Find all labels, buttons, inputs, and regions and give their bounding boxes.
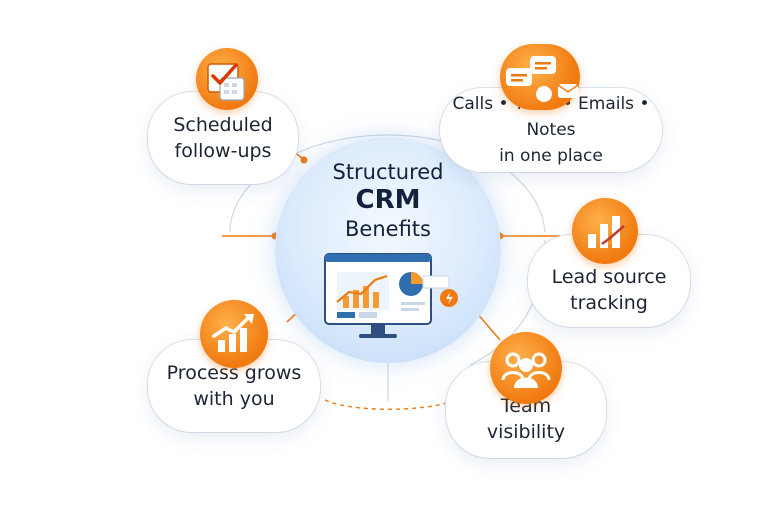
benefit-label-line2: visibility [486, 421, 566, 443]
center-title-line1: Structured [332, 160, 444, 184]
benefit-label-line2: follow-ups [174, 140, 272, 162]
center-title-line3: Benefits [345, 217, 431, 241]
benefit-label-line1: Scheduled [173, 114, 273, 136]
dashboard-monitor-icon [324, 253, 458, 338]
benefit-label-line1: Process grows [166, 362, 302, 384]
growth-chart-icon [200, 300, 268, 368]
benefit-label-line2: tracking [570, 292, 648, 314]
bar-chart-icon [572, 198, 638, 264]
benefit-label-line1: Lead source [551, 266, 667, 288]
team-icon [490, 332, 562, 404]
benefit-label-line2: in one place [499, 146, 603, 166]
benefit-label-line2: with you [193, 388, 275, 410]
center-hub [275, 137, 501, 363]
center-title-line2: CRM [355, 185, 421, 215]
chat-bubbles-icon [500, 44, 580, 110]
calendar-check-icon [196, 48, 258, 110]
